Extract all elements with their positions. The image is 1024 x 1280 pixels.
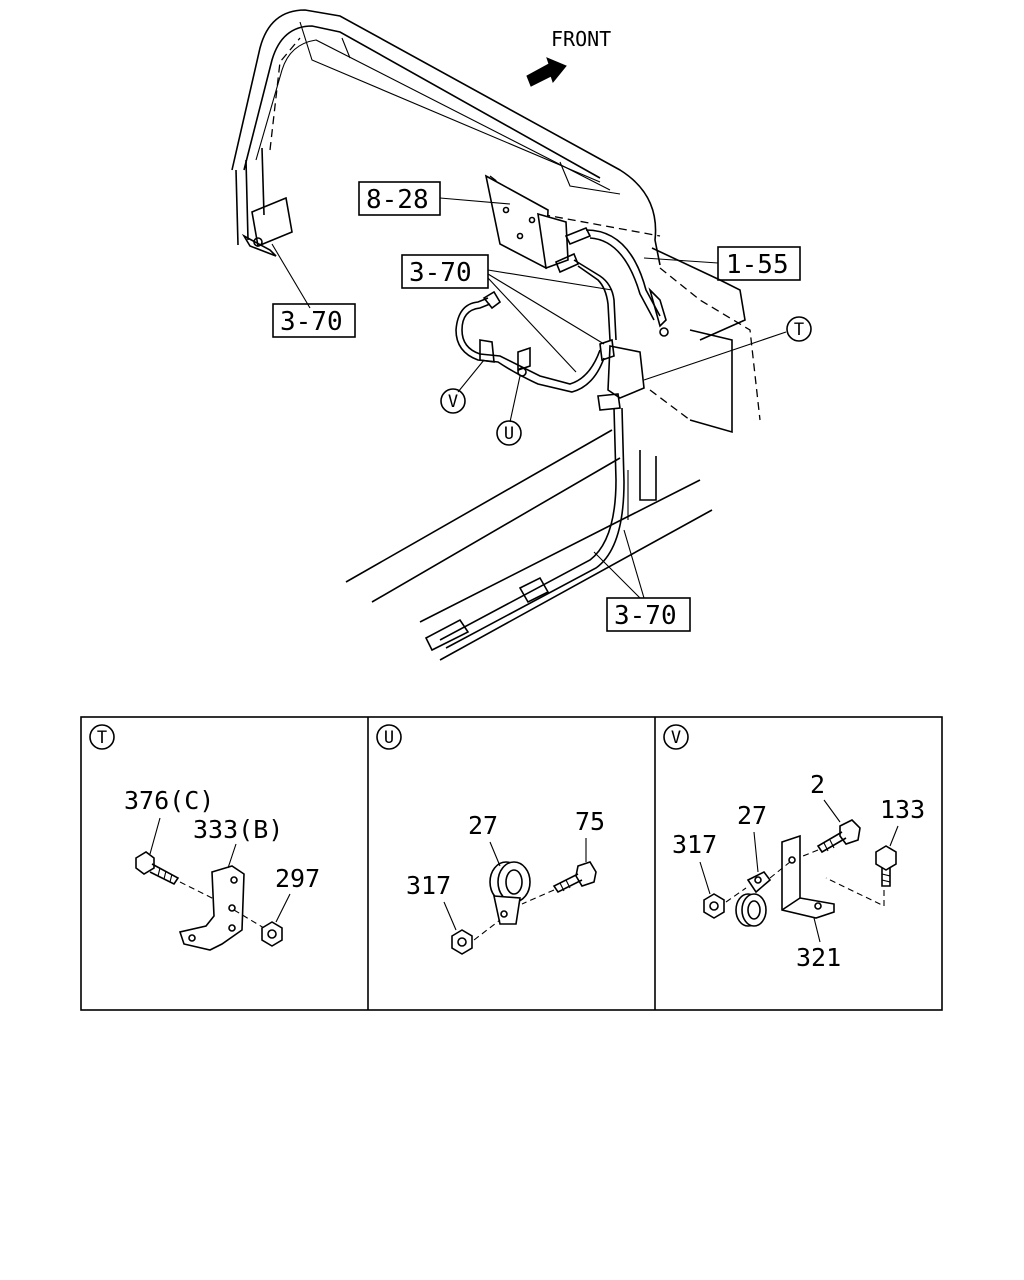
nut-icon <box>261 921 283 947</box>
callout-3-70-left: 3-70 <box>272 303 356 338</box>
bracket-icon <box>178 865 245 951</box>
bolt-icon <box>816 819 861 854</box>
brake-lines <box>424 229 669 652</box>
part-317-u-label: 317 <box>406 871 451 900</box>
callout-8-28: 8-28 <box>358 181 441 216</box>
part-297-label: 297 <box>275 864 320 893</box>
detail-panels <box>80 716 943 1011</box>
lower-rails <box>345 429 713 661</box>
panel-u: U 27 75 317 <box>376 724 605 955</box>
callout-1-55: 1-55 <box>717 246 801 281</box>
nut-icon <box>703 893 725 919</box>
leader-lines <box>271 197 787 599</box>
panel-v-label: V <box>671 728 681 748</box>
callout-8-28-text: 8-28 <box>366 185 429 215</box>
detail-marker-u-text: U <box>504 424 514 444</box>
panel-u-marker: U <box>376 724 402 750</box>
part-133-label: 133 <box>880 795 925 824</box>
bolt-icon <box>552 861 597 894</box>
clip-icon <box>735 870 772 927</box>
callout-3-70-top-text: 3-70 <box>409 258 472 288</box>
callout-1-55-text: 1-55 <box>726 250 789 280</box>
part-2-label: 2 <box>810 770 825 799</box>
cab-frame <box>231 9 761 520</box>
part-27-u-label: 27 <box>468 811 498 840</box>
detail-marker-v-text: V <box>448 392 458 412</box>
detail-marker-u: U <box>496 420 522 446</box>
panel-t: T 376(C) 333(B) 297 <box>89 724 320 951</box>
front-label: FRONT <box>551 27 611 51</box>
part-321-label: 321 <box>796 943 841 972</box>
panel-u-label: U <box>384 728 394 748</box>
bracket-icon <box>781 834 835 919</box>
nut-icon <box>451 929 473 955</box>
bolt-icon <box>135 851 180 886</box>
panel-v-marker: V <box>663 724 689 750</box>
part-376c-label: 376(C) <box>124 786 214 815</box>
panel-v: V 2 27 133 317 321 <box>663 724 925 972</box>
detail-marker-t: T <box>786 316 812 342</box>
part-317-v-label: 317 <box>672 830 717 859</box>
front-arrow-icon <box>526 57 567 87</box>
part-75-label: 75 <box>575 807 605 836</box>
callout-3-70-top: 3-70 <box>401 254 489 289</box>
bolt-icon <box>875 845 897 887</box>
panel-t-label: T <box>97 728 107 748</box>
callout-3-70-bottom: 3-70 <box>606 597 691 632</box>
detail-marker-t-text: T <box>794 320 804 340</box>
valve-block <box>484 174 592 274</box>
clip-icon <box>489 861 531 925</box>
part-27-v-label: 27 <box>737 801 767 830</box>
part-333b-label: 333(B) <box>193 815 283 844</box>
callout-3-70-bottom-text: 3-70 <box>614 601 677 631</box>
callout-3-70-left-text: 3-70 <box>280 307 343 337</box>
panel-t-marker: T <box>89 724 115 750</box>
detail-marker-v: V <box>440 388 466 414</box>
